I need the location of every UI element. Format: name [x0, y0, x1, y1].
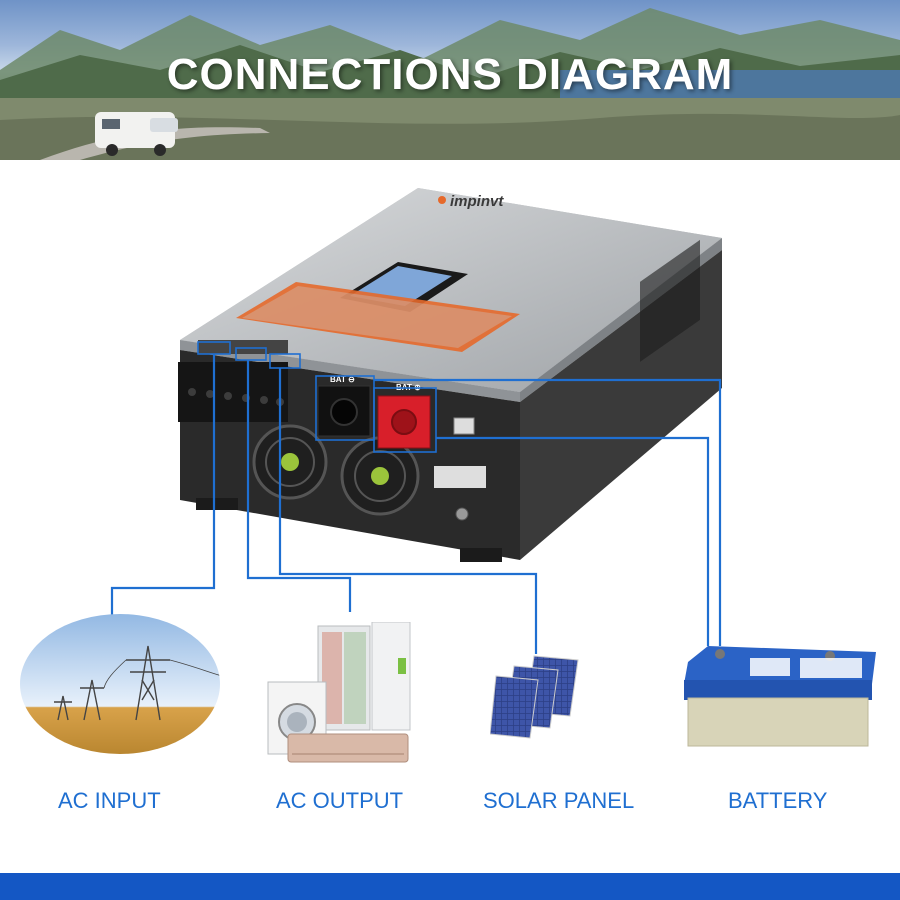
footer-bar: [0, 873, 900, 900]
label-solar-panel: SOLAR PANEL: [483, 788, 635, 813]
label-ac-input: AC INPUT: [58, 788, 161, 813]
cooling-fan-left: [252, 424, 328, 500]
wiring: [110, 341, 722, 654]
orange-stripe: [236, 282, 520, 352]
appliances-icon: [267, 622, 411, 763]
warning-label: [434, 466, 486, 488]
power-tower-icon: [20, 614, 220, 754]
landscape-illustration: [0, 8, 900, 160]
page-title: CONNECTIONS DIAGRAM: [166, 50, 734, 99]
solar-panel-icon: [490, 655, 579, 739]
battery-negative-terminal: BAT ⊖: [317, 375, 371, 437]
ac-terminal-block: [178, 362, 288, 422]
inverter-diagram: impinvt BAT ⊖: [110, 188, 722, 654]
ethernet-port: [453, 417, 475, 435]
label-ac-output: AC OUTPUT: [276, 788, 404, 813]
label-battery: BATTERY: [728, 788, 828, 813]
header-banner: CONNECTIONS DIAGRAM: [0, 0, 900, 160]
brand-logo: impinvt: [438, 193, 504, 210]
svg-text:impinvt: impinvt: [450, 193, 504, 210]
battery-positive-terminal: BAT ⊕: [377, 383, 431, 449]
battery-icon: [684, 646, 876, 747]
svg-text:BAT ⊖: BAT ⊖: [330, 375, 355, 384]
cooling-fan-right: [340, 436, 420, 516]
ground-screw: [455, 507, 469, 521]
camper-van: [95, 112, 178, 156]
